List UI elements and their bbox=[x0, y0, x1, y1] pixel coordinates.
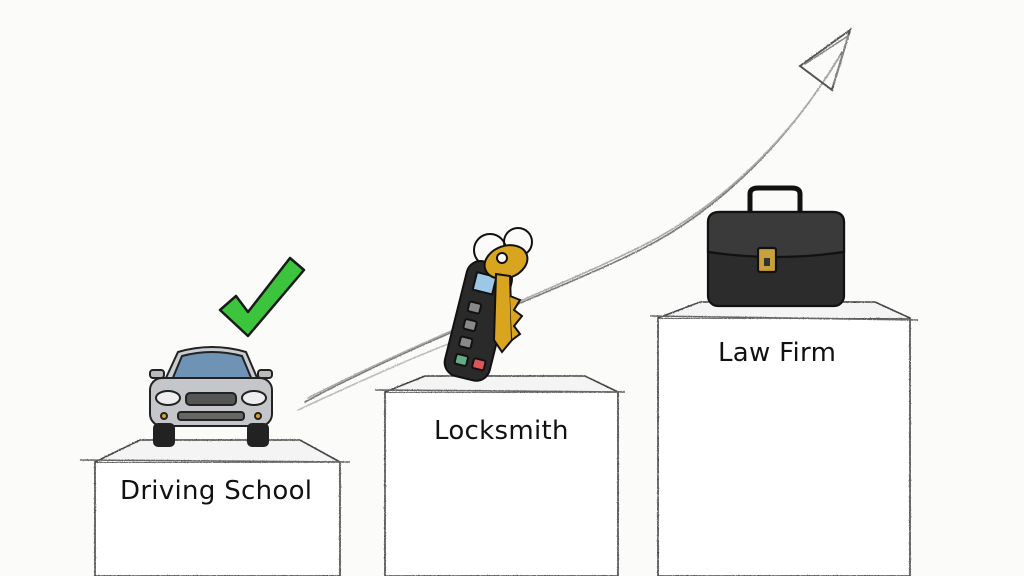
step-box-law-firm bbox=[649, 301, 919, 576]
car-icon bbox=[149, 346, 273, 447]
briefcase-icon bbox=[706, 185, 846, 308]
step-box-driving-school bbox=[79, 439, 351, 576]
step-label-driving-school: Driving School bbox=[120, 476, 313, 506]
step-label-locksmith: Locksmith bbox=[434, 416, 569, 446]
key-icon bbox=[483, 244, 529, 354]
checkmark-icon bbox=[218, 256, 306, 338]
growth-arrow bbox=[297, 27, 852, 411]
key-fob-icon bbox=[443, 227, 533, 382]
step-box-locksmith bbox=[374, 375, 626, 576]
step-label-law-firm: Law Firm bbox=[718, 338, 837, 368]
